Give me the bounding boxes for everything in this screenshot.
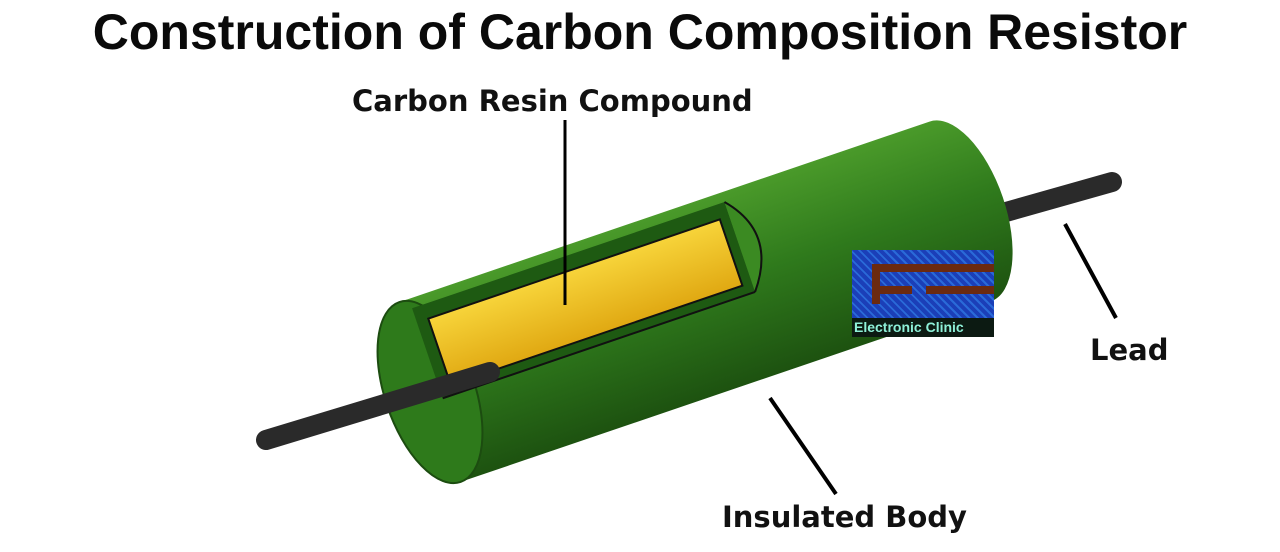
diagram-title: Construction of Carbon Composition Resis… [92, 4, 1188, 60]
diagram-title-row: Construction of Carbon Composition Resis… [0, 4, 1280, 60]
label-insulated-body: Insulated Body [722, 500, 967, 534]
label-carbon-resin-compound: Carbon Resin Compound [352, 84, 753, 118]
logo-text: Electronic Clinic [852, 318, 994, 337]
left-lead [256, 362, 500, 450]
carbon-resin-compound [426, 218, 744, 387]
body-pointer [768, 396, 838, 496]
cutaway-end-face [723, 201, 763, 293]
logo-circuit-icon [852, 250, 994, 318]
electronic-clinic-logo: Electronic Clinic [852, 250, 994, 337]
lead-pointer [1063, 223, 1118, 319]
label-lead: Lead [1090, 333, 1169, 367]
